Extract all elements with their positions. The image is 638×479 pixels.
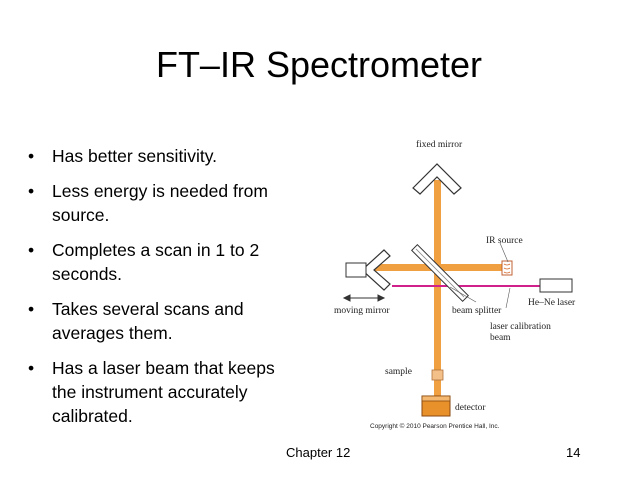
- moving-mirror-housing: [345, 262, 367, 278]
- fixed-mirror-shape: [412, 163, 462, 195]
- bullet-text: Completes a scan in 1 to 2 seconds.: [52, 240, 260, 284]
- bullet-list: • Has better sensitivity. • Less energy is…: [28, 144, 298, 439]
- slide-title: FT–IR Spectrometer: [155, 44, 483, 85]
- beam-splitter-shape: [411, 244, 469, 302]
- sample-shape: [431, 369, 444, 381]
- bullet-item: • Has better sensitivity.: [28, 144, 298, 168]
- hene-laser-label: He–Ne laser: [528, 298, 576, 308]
- bullet-marker: •: [28, 358, 35, 378]
- bullet-item: • Completes a scan in 1 to 2 seconds.: [28, 238, 298, 286]
- detector-label: detector: [455, 403, 486, 413]
- ftir-diagram: fixed mirror IR source He–Ne laser movin…: [334, 139, 576, 430]
- bullet-item: • Takes several scans and averages them.: [28, 297, 298, 345]
- label-leader-lines: [449, 242, 511, 309]
- bullet-marker: •: [28, 181, 35, 201]
- bullet-item: • Less energy is needed from source.: [28, 179, 298, 227]
- copyright-notice: Copyright © 2010 Pearson Prentice Hall, …: [370, 422, 500, 430]
- sample-label: sample: [385, 367, 412, 377]
- bullet-marker: •: [28, 299, 35, 319]
- bullet-marker: •: [28, 146, 35, 166]
- bullet-text: Takes several scans and averages them.: [52, 299, 244, 343]
- laser-calibration-label: laser calibration: [490, 322, 551, 332]
- ir-beam-vertical: [434, 180, 441, 398]
- fixed-mirror-label: fixed mirror: [416, 139, 463, 150]
- bullet-item: • Has a laser beam that keeps the instrum…: [28, 356, 298, 428]
- hene-laser-shape: [539, 278, 573, 293]
- moving-mirror-arrow: [342, 294, 386, 302]
- detector-shape: [421, 395, 451, 417]
- ir-beam-paths: [374, 180, 504, 398]
- footer-page-number: 14: [566, 445, 581, 460]
- moving-mirror-label: moving mirror: [334, 306, 391, 316]
- bullet-text: Has better sensitivity.: [52, 146, 218, 166]
- ir-source-shape: [501, 260, 513, 276]
- bullet-text: Has a laser beam that keeps the instrume…: [52, 358, 275, 426]
- bullet-marker: •: [28, 240, 35, 260]
- bullet-text: Less energy is needed from source.: [52, 181, 268, 225]
- beam-splitter-label: beam splitter: [452, 306, 502, 316]
- footer-chapter: Chapter 12: [286, 445, 351, 460]
- laser-calibration-label-line2: beam: [490, 333, 511, 343]
- ir-source-label: IR source: [486, 236, 523, 246]
